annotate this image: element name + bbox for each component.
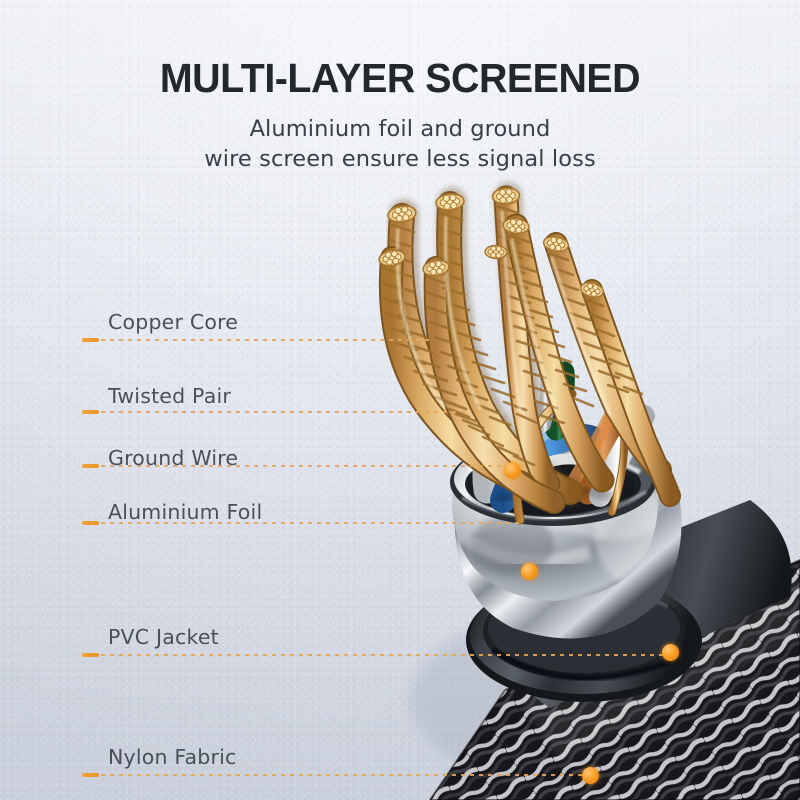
leader-dash-pvc-jacket — [101, 654, 666, 656]
leader-endpoint-dot-pvc-jacket — [661, 643, 679, 661]
callout-label-copper-core: Copper Core — [108, 310, 239, 334]
page-title: MULTI-LAYER SCREENED — [159, 55, 641, 101]
leader-stub-copper-core — [82, 338, 99, 342]
callout-label-pvc-jacket: PVC Jacket — [108, 625, 219, 649]
leader-endpoint-dot-aluminium-foil — [520, 562, 538, 580]
leader-stub-twisted-pair — [82, 410, 99, 414]
leader-dash-ground-wire — [101, 465, 508, 467]
subtitle-line-2: wire screen ensure less signal loss — [204, 146, 596, 173]
leader-stub-nylon-fabric — [82, 773, 99, 777]
copper-strand-tips — [378, 187, 604, 299]
heading-block: MULTI-LAYER SCREENED Aluminium foil and … — [0, 58, 800, 174]
subtitle-line-1: Aluminium foil and ground — [249, 116, 551, 142]
callout-label-twisted-pair: Twisted Pair — [108, 384, 231, 408]
leader-dash-copper-core — [101, 339, 430, 341]
leader-stub-ground-wire — [82, 464, 99, 468]
callout-label-ground-wire: Ground Wire — [108, 446, 239, 470]
leader-endpoint-dot-nylon-fabric — [581, 766, 599, 784]
leader-stub-aluminium-foil — [82, 521, 99, 525]
leader-dash-twisted-pair — [101, 411, 470, 413]
leader-dash-nylon-fabric — [101, 774, 585, 776]
leader-dash-aluminium-foil — [101, 522, 520, 524]
callout-label-nylon-fabric: Nylon Fabric — [108, 745, 237, 769]
leader-stub-pvc-jacket — [82, 653, 99, 657]
page-subtitle: Aluminium foil and ground wire screen en… — [0, 114, 800, 174]
leader-endpoint-dot-ground-wire — [503, 461, 521, 479]
callout-label-aluminium-foil: Aluminium Foil — [108, 500, 263, 524]
